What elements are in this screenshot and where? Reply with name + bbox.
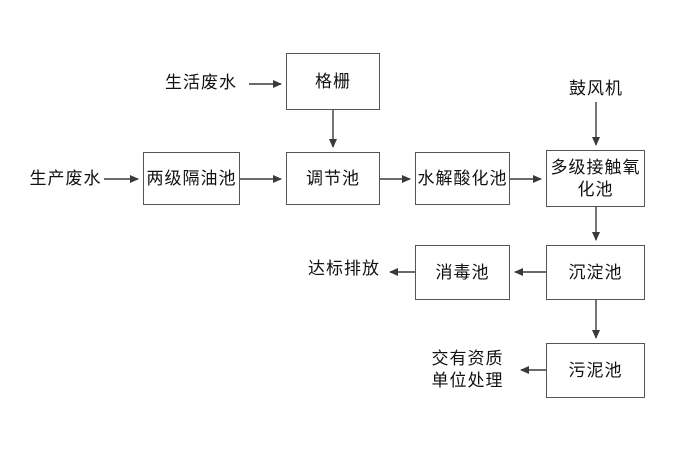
io-label-domestic-wastewater: 生活废水	[165, 73, 237, 92]
process-node-sludge[interactable]: 污泥池	[546, 343, 645, 398]
process-node-grille[interactable]: 格栅	[286, 53, 380, 110]
node-label: 多级接触氧 化池	[550, 158, 641, 199]
process-node-sediment[interactable]: 沉淀池	[546, 245, 645, 300]
node-label: 水解酸化池	[417, 168, 508, 188]
node-label: 消毒池	[435, 262, 490, 282]
process-node-hydrolysis[interactable]: 水解酸化池	[415, 152, 510, 205]
io-label-compliant-discharge: 达标排放	[308, 259, 380, 278]
node-label: 调节池	[306, 168, 360, 188]
node-label: 格栅	[315, 71, 351, 91]
io-label-qualified-disposal: 交有资质 单位处理	[431, 349, 504, 391]
io-label-blower: 鼓风机	[569, 79, 623, 98]
node-label: 两级隔油池	[146, 168, 237, 188]
process-node-adjust[interactable]: 调节池	[286, 152, 380, 205]
process-node-oxidation[interactable]: 多级接触氧 化池	[546, 150, 645, 207]
node-label: 污泥池	[568, 360, 623, 380]
process-node-oil[interactable]: 两级隔油池	[143, 152, 240, 205]
io-label-production-wastewater: 生产废水	[29, 169, 102, 188]
node-label: 沉淀池	[568, 262, 623, 282]
process-node-disinfect[interactable]: 消毒池	[415, 245, 510, 300]
